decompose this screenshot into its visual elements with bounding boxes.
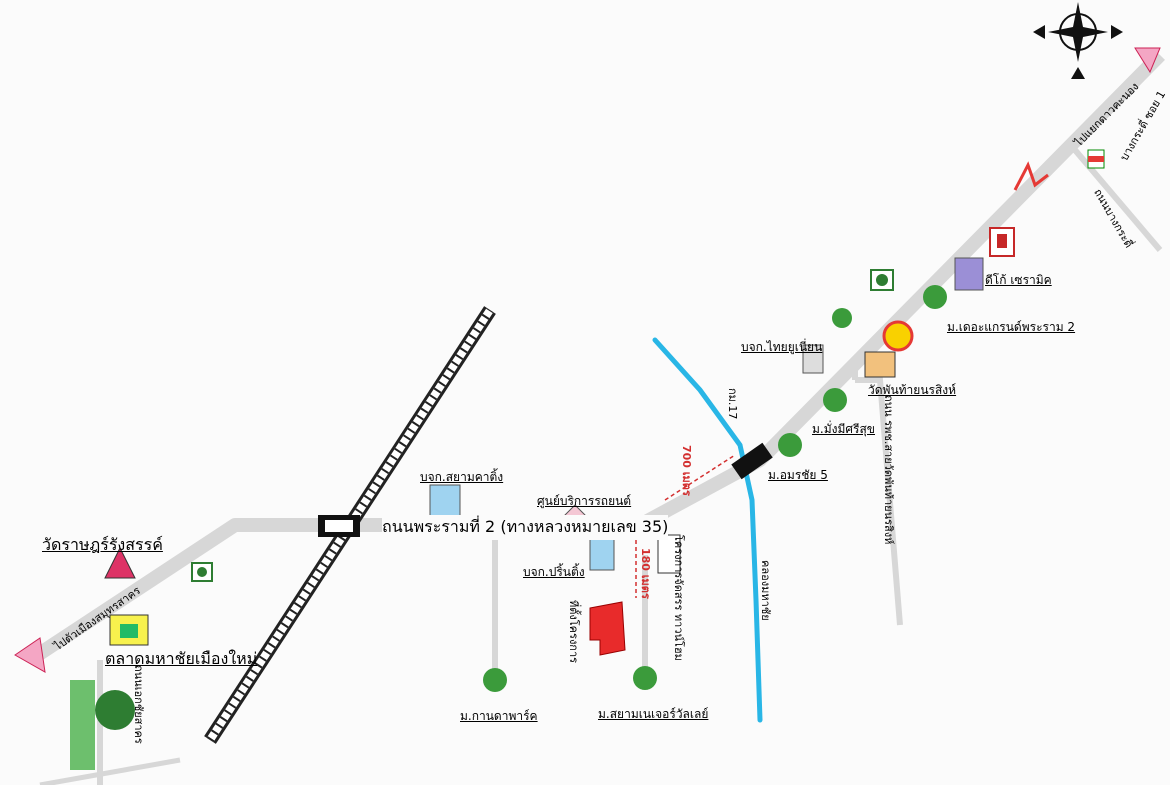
sakhon-road-label: ถนนเอกชัยสาคร <box>132 665 145 744</box>
dist-180-label: 180 เมตร <box>639 548 652 599</box>
siam-rachamongkol-label: ม.สยามเนเจอร์วัลเลย์ <box>598 707 709 721</box>
isuzu-logo-icon <box>989 227 1015 257</box>
tree-icons <box>70 285 947 770</box>
side-road-rpc <box>855 377 903 626</box>
wat-rat-label: วัดราษฎร์รังสรรค์ <box>42 535 163 554</box>
km17-label: กม.17 <box>726 388 739 420</box>
arrow-to-samutsakhon-icon <box>14 637 46 673</box>
thai-union-label: บจก.ไทยยูเนี่ยน <box>741 340 823 354</box>
wat-phanthai-temple-icon <box>864 351 896 378</box>
market-icon <box>109 614 149 646</box>
printing-building-icon <box>589 537 615 571</box>
project-site-icon <box>589 601 626 656</box>
dico-label: ดีโก้ เซรามิค <box>985 273 1052 287</box>
talat-label: ตลาดมหาชัยเมืองใหม่ <box>105 649 258 668</box>
thai-union-building-icon <box>802 344 824 374</box>
wat-phanthai-label: วัดพันท้ายนรสิงห์ <box>868 383 957 397</box>
canal-bridge-icon <box>731 442 773 480</box>
temple-icon <box>104 546 136 579</box>
siam-cutting-label: บจก.สยามคาติ้ง <box>420 470 504 484</box>
side-road-bottom <box>39 757 181 785</box>
factory-label: โครงการจัดสรร ทาวน์โฮม <box>672 535 685 661</box>
dist-700-label: 700 เมตร <box>680 445 693 496</box>
soi-rpc-label: ถนน รพช.สายวัดพันท้ายนรสิงห์ <box>882 395 895 545</box>
kanlapark-label: ม.กานดาพาร์ค <box>460 709 538 723</box>
factory-building-icon <box>657 534 681 574</box>
the-grand-label: ม.เดอะแกรนด์พระราม 2 <box>947 320 1076 334</box>
main-road-label: ถนนพระรามที่ 2 (ทางหลวงหมายเลข 35) <box>382 515 669 540</box>
project-label: ที่ตั้งโครงการ <box>567 600 580 664</box>
rail-bridge-icon <box>318 515 360 537</box>
printing-label: บจก.ปริ้นติ้ง <box>523 565 585 579</box>
junction-marker-icon <box>1013 161 1049 191</box>
siam-cutting-building-icon <box>429 484 461 518</box>
dico-building-icon <box>954 257 984 291</box>
canal-line <box>652 337 763 723</box>
arrow-to-daokhanong-icon <box>1134 47 1161 74</box>
canal-label: คลองมหาชัย <box>759 560 772 621</box>
ptt-station-icon <box>870 269 894 291</box>
compass-icon <box>1033 2 1123 79</box>
mangmee-label: ม.มั่งมีศรีสุข <box>812 422 875 436</box>
seven-eleven-icon <box>1087 149 1105 169</box>
service-center-label: ศูนย์บริการรถยนต์ <box>537 494 632 508</box>
shell-logo-icon <box>882 320 914 352</box>
ptt-station-icon-2 <box>191 562 213 582</box>
amornchai-label: ม.อมรชัย 5 <box>768 468 828 482</box>
